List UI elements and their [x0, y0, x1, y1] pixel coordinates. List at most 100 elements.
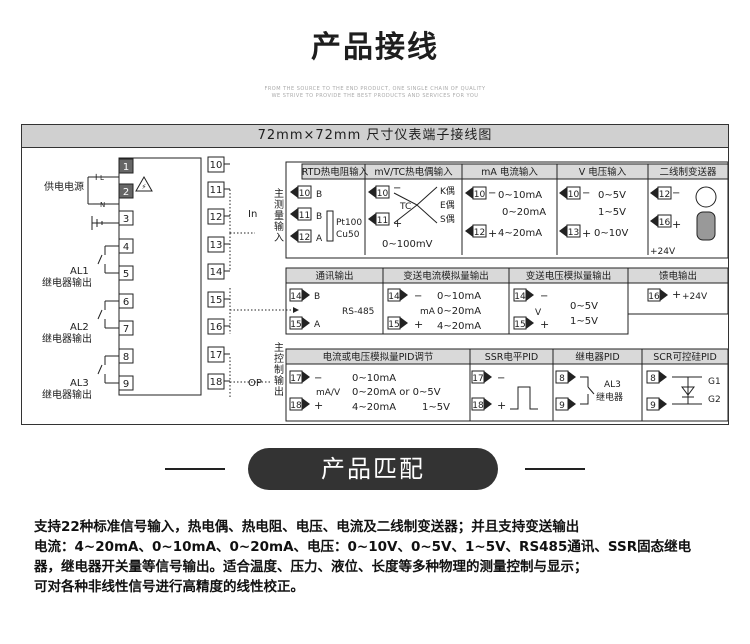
rp-t8-arrow — [568, 371, 576, 383]
ma-range-3: 4~20mA — [498, 228, 542, 239]
page-title: 产品接线 — [311, 30, 439, 65]
right-terminal-13: 13 — [210, 240, 223, 251]
tc-label: TC — [399, 202, 411, 212]
tc-minus: − — [393, 183, 401, 194]
diagram-title: 72mm×72mm 尺寸仪表端子接线图 — [22, 125, 728, 148]
rtd-t11-arrow — [290, 208, 298, 220]
rtd-t10: 10 — [299, 189, 311, 199]
power-N: N — [100, 201, 105, 209]
feed-plus: + — [672, 288, 681, 301]
comm-t14: 14 — [290, 292, 302, 302]
rp-t8: 8 — [559, 374, 565, 384]
output-header: 通讯输出 — [315, 270, 353, 282]
control-header: SSR电平PID — [485, 351, 539, 363]
feed-t16: 16 — [648, 292, 660, 302]
right-terminal-10: 10 — [210, 160, 223, 171]
rtd-t12-box — [297, 229, 312, 243]
left-terminal-9: 9 — [123, 379, 129, 390]
scr-thyristor-icon — [672, 376, 702, 405]
rtd-t12: 12 — [299, 233, 310, 243]
relay-pid-desc: 继电器 — [596, 391, 623, 403]
right-terminal-15: 15 — [210, 295, 223, 306]
ground-icon — [91, 216, 119, 230]
left-terminal-8: 8 — [123, 352, 129, 363]
comm-a: A — [314, 320, 321, 330]
warning-icon — [135, 175, 153, 192]
tc-t11-box — [375, 212, 390, 226]
rtd-b1: B — [316, 190, 322, 200]
feed-24v: +24V — [682, 292, 708, 302]
tc-t11-arrow — [368, 213, 376, 225]
rtd-b2: B — [316, 212, 322, 222]
pid-t18: 18 — [290, 401, 302, 411]
scr-t8: 8 — [650, 374, 656, 384]
ssr-t18-arrow — [484, 398, 492, 410]
input-header: mV/TC热电偶输入 — [374, 166, 453, 178]
ma-t10-arrow — [465, 187, 473, 199]
tc-t11: 11 — [377, 216, 388, 226]
relay-switch-icon — [97, 245, 119, 274]
rtd-t10-arrow — [290, 186, 298, 198]
input-header: V 电压输入 — [579, 166, 627, 178]
tx-t12-box — [657, 186, 672, 200]
wiring-diagram: 72mm×72mm 尺寸仪表端子接线图 — [21, 124, 729, 425]
left-terminal-3: 3 — [123, 214, 129, 225]
cur-range-2: 0~20mA — [437, 306, 481, 317]
ssr-minus: − — [497, 373, 505, 384]
tx-plus: + — [672, 218, 681, 231]
tc-plus: + — [393, 217, 402, 230]
cur-t15-arrow — [400, 317, 408, 329]
transmitter-body-icon — [696, 211, 716, 241]
pid-range-1: 0~10mA — [352, 373, 396, 384]
divider-line-left — [165, 468, 225, 470]
v-t10-arrow — [559, 187, 567, 199]
tagline-line-2: WE STRIVE TO PROVIDE THE BEST PRODUCTS A… — [271, 93, 479, 99]
rtd-a: A — [316, 234, 323, 244]
right-terminal-11: 11 — [210, 185, 223, 196]
description-line: 器，继电器开关量等信号输出。适合温度、压力、液位、长度等多种物理的测量控制与显示… — [34, 559, 588, 575]
v-t13: 13 — [568, 228, 579, 238]
output-header: 变送电流模拟量输出 — [403, 270, 489, 282]
cur-t14-arrow — [400, 289, 408, 301]
ssr-t17-arrow — [484, 371, 492, 383]
ma-plus: + — [488, 227, 497, 240]
tx-t16-arrow — [650, 215, 658, 227]
main-control-label: 控 — [274, 352, 284, 365]
left-terminal-5: 5 — [123, 269, 129, 280]
ma-range-1: 0~10mA — [498, 190, 542, 201]
rtd-t12-arrow — [290, 230, 298, 242]
tx-t16: 16 — [659, 218, 671, 228]
divider-line-right — [525, 468, 585, 470]
tx-t12: 12 — [659, 190, 670, 200]
rtd-pt100: Pt100 — [336, 218, 362, 228]
comm-t15: 15 — [290, 320, 301, 330]
input-header: RTD热电阻输入 — [302, 166, 369, 178]
scr-t9-arrow — [659, 398, 667, 410]
scr-g1: G1 — [708, 377, 721, 387]
main-control-label: 主 — [274, 342, 284, 354]
tx-24v: +24V — [650, 247, 676, 257]
match-banner: 产品匹配 — [248, 448, 498, 490]
cur-range-1: 0~10mA — [437, 291, 481, 302]
main-input-label: 测 — [274, 198, 284, 211]
left-terminal-7: 7 — [123, 324, 129, 335]
rtd-resistor — [326, 210, 334, 242]
ma-range-2: 0~20mA — [502, 207, 546, 218]
ssr-pulse-icon — [510, 386, 538, 410]
description-line: 电流：4~20mA、0~10mA、0~20mA、电压：0~10V、0~5V、1~… — [34, 539, 692, 555]
left-terminal-6: 6 — [123, 297, 129, 308]
tagline-line-1: FROM THE SOURCE TO THE END PRODUCT, ONE … — [264, 86, 486, 92]
rtd-t11: 11 — [299, 211, 310, 221]
main-control-label: 制 — [274, 363, 284, 376]
main-input-label: 入 — [274, 233, 284, 244]
tc-range: 0~100mV — [382, 239, 433, 250]
output-header: 馈电输出 — [659, 270, 697, 282]
tc-t10-arrow — [368, 186, 376, 198]
al1-label: AL1 — [70, 266, 89, 277]
cur-minus: − — [414, 291, 422, 302]
v-range-2: 1~5V — [598, 207, 626, 218]
pid-t18-arrow — [302, 398, 310, 410]
left-terminal-box — [118, 158, 134, 174]
rp-t9-arrow — [568, 398, 576, 410]
